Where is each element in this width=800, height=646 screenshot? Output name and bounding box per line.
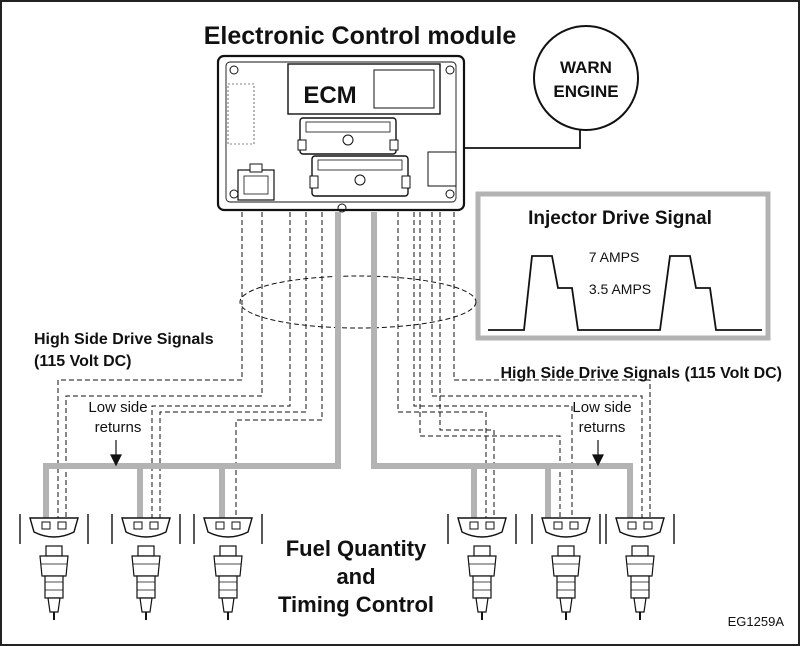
ecm-label: ECM: [303, 82, 356, 109]
right-returns-label-line2: returns: [579, 419, 626, 436]
caption-line1: Fuel Quantity: [286, 536, 427, 561]
injector-3: [193, 514, 263, 620]
caption-line3: Timing Control: [278, 592, 434, 617]
left-dashed-wiring: [57, 212, 323, 520]
warn-text: WARN: [560, 58, 612, 77]
injector-4: [447, 514, 517, 620]
engine-text: ENGINE: [553, 82, 618, 101]
ecm-connector-lower: [309, 155, 411, 197]
peak-current-label: 7 AMPS: [589, 249, 640, 265]
ecm-connector-upper: [297, 117, 399, 155]
injector-1: [19, 514, 89, 620]
right-signals-label: High Side Drive Signals (115 Volt DC): [500, 365, 782, 382]
right-returns-label-line1: Low side: [572, 399, 631, 416]
ecm-side-block: [237, 163, 275, 201]
right-dashed-wiring: [397, 212, 651, 520]
warn-engine-lamp: WARN ENGINE: [464, 25, 639, 149]
left-signals-label-line2: (115 Volt DC): [34, 353, 132, 370]
figure-code: EG1259A: [728, 614, 785, 629]
injector-2: [111, 514, 181, 620]
diagram-title: Electronic Control module: [204, 22, 517, 50]
injector-row: [19, 514, 675, 620]
left-signals-label-line1: High Side Drive Signals: [34, 331, 214, 348]
return-arrows: [110, 440, 604, 467]
left-returns-label-line2: returns: [95, 419, 142, 436]
injector-6: [605, 514, 675, 620]
left-harness: [43, 212, 341, 520]
signal-title: Injector Drive Signal: [528, 208, 712, 229]
hold-current-label: 3.5 AMPS: [589, 281, 651, 297]
current-waveform: [488, 255, 762, 331]
caption-line2: and: [336, 564, 375, 589]
injector-5: [531, 514, 601, 620]
right-harness: [371, 212, 633, 520]
left-returns-label-line1: Low side: [88, 399, 147, 416]
injector-drive-signal-panel: Injector Drive Signal 7 AMPS 3.5 AMPS: [475, 191, 771, 341]
wire-bundle-ellipse: [239, 275, 477, 329]
ecm-module: ECM: [216, 54, 466, 213]
